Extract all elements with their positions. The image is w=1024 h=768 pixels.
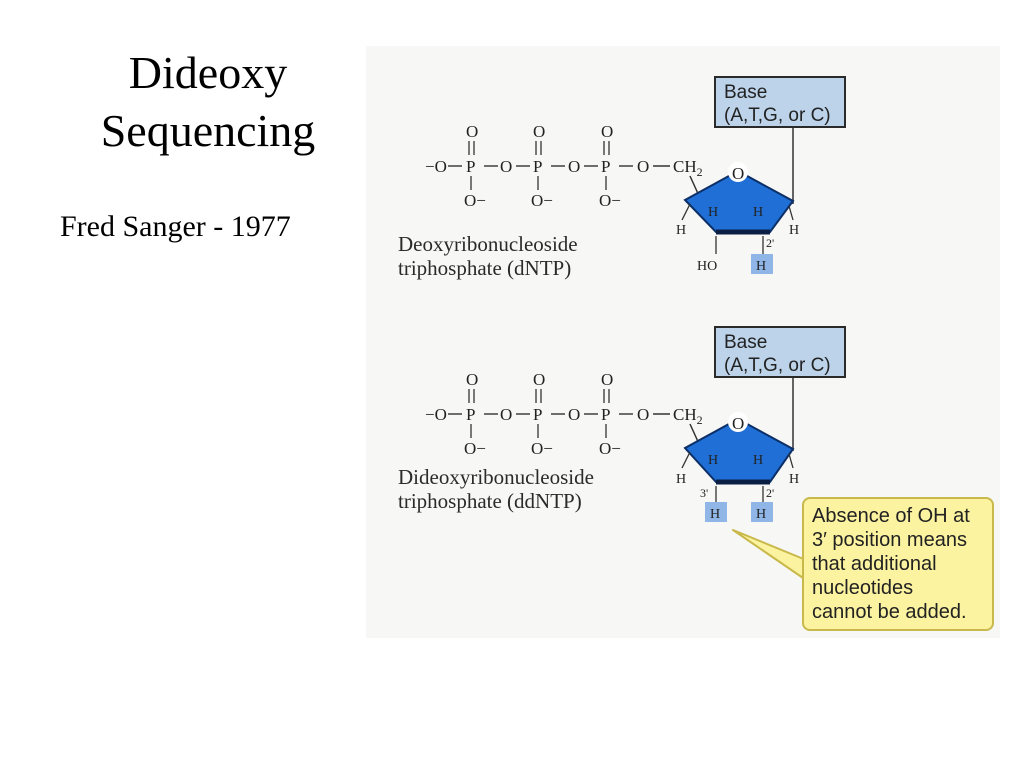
callout-line-5: cannot be added.	[812, 601, 967, 623]
phosphate-oxygen-top-1: O	[466, 370, 478, 389]
ddntp-h-2-highlight	[751, 502, 773, 522]
ch2-label: CH2	[673, 157, 703, 179]
title-line-1: Dideoxy	[128, 47, 288, 98]
ddntp-phosphate-chain: −O P O P O P O CH2 O O O O−	[425, 370, 703, 458]
ddntp-ring-oxygen: O	[732, 414, 744, 433]
callout-line-3: that additional	[812, 553, 937, 575]
phosphorus-1: P	[466, 405, 475, 424]
ddntp-structure: −O P O P O P O CH2 O O O O−	[425, 370, 799, 522]
bridge-oxygen-1: O	[500, 157, 512, 176]
ddntp-carbon-2: 2'	[766, 486, 774, 500]
phosphate-oxygen-minus-1: O−	[464, 191, 486, 210]
terminal-oxygen: −O	[425, 405, 447, 424]
phosphorus-3: P	[601, 157, 610, 176]
phosphate-oxygen-top-3: O	[601, 370, 613, 389]
dntp-ring-oxygen: O	[732, 164, 744, 183]
phosphate-oxygen-minus-1: O−	[464, 439, 486, 458]
dntp-carbon-2: 2'	[766, 236, 774, 250]
ddntp-h-right: H	[789, 472, 799, 487]
dntp-h-top-right: H	[753, 205, 763, 220]
dntp-phosphate-chain: −O P O P O P O CH2 O O O	[425, 122, 703, 210]
phosphorus-2: P	[533, 157, 542, 176]
callout-line-2: 3′ position means	[812, 529, 967, 551]
ch2-label: CH2	[673, 405, 703, 427]
phosphate-oxygen-minus-2: O−	[531, 439, 553, 458]
ddntp-h-top-right: H	[753, 453, 763, 468]
phosphorus-3: P	[601, 405, 610, 424]
subtitle: Fred Sanger - 1977	[60, 210, 291, 243]
dntp-name-label: Deoxyribonucleoside triphosphate (dNTP)	[398, 232, 578, 280]
ddntp-carbon-3: 3'	[700, 486, 708, 500]
bridge-oxygen-3: O	[637, 157, 649, 176]
phosphate-oxygen-top-3: O	[601, 122, 613, 141]
dntp-h-right: H	[789, 223, 799, 238]
phosphate-oxygen-minus-3: O−	[599, 439, 621, 458]
phosphate-oxygen-top-2: O	[533, 122, 545, 141]
title-line-2: Sequencing	[100, 105, 316, 156]
callout-pointer	[732, 529, 807, 581]
ddntp-h-left: H	[676, 472, 686, 487]
terminal-oxygen: −O	[425, 157, 447, 176]
bridge-oxygen-2: O	[568, 405, 580, 424]
dntp-h-2: H	[756, 259, 766, 274]
ddntp-h-2: H	[756, 507, 766, 522]
dntp-h-left: H	[676, 223, 686, 238]
ddntp-h-3-highlight	[705, 502, 727, 522]
ddntp-h-top-left: H	[708, 453, 718, 468]
bridge-oxygen-1: O	[500, 405, 512, 424]
dntp-base-box: Base (A,T,G, or C)	[714, 76, 846, 128]
dntp-h-2-highlight	[751, 254, 773, 274]
callout-line-1: Absence of OH at	[812, 505, 970, 527]
callout-box: Absence of OH at 3′ position means that …	[802, 497, 994, 631]
dntp-structure: −O P O P O P O CH2 O O O	[425, 122, 799, 274]
phosphate-oxygen-minus-2: O−	[531, 191, 553, 210]
bridge-oxygen-3: O	[637, 405, 649, 424]
dntp-h-top-left: H	[708, 205, 718, 220]
ddntp-base-box: Base (A,T,G, or C)	[714, 326, 846, 378]
callout-line-4: nucleotides	[812, 577, 914, 599]
phosphorus-1: P	[466, 157, 475, 176]
ddntp-h-3: H	[710, 507, 720, 522]
slide-title: Dideoxy Sequencing	[48, 44, 368, 160]
dntp-ho-3: HO	[697, 259, 717, 274]
ddntp-name-label: Dideoxyribonucleoside triphosphate (ddNT…	[398, 465, 594, 513]
phosphate-oxygen-minus-3: O−	[599, 191, 621, 210]
bridge-oxygen-2: O	[568, 157, 580, 176]
phosphate-oxygen-top-2: O	[533, 370, 545, 389]
phosphorus-2: P	[533, 405, 542, 424]
phosphate-oxygen-top-1: O	[466, 122, 478, 141]
